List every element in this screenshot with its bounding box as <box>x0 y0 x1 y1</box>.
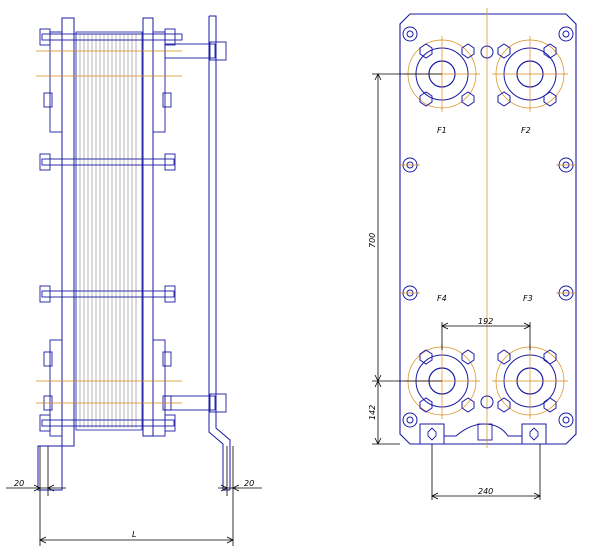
right-flange-bottom <box>152 339 166 437</box>
left-flange-top <box>49 31 63 133</box>
right-flange-top <box>152 31 166 133</box>
frame-plate <box>61 17 75 447</box>
foot-left <box>419 423 445 445</box>
side-centerlines <box>36 50 182 404</box>
dim-left-gap-label: 20 <box>14 479 24 488</box>
tie-bolts <box>39 28 183 432</box>
bottom-recess <box>419 423 547 444</box>
frame-bolts <box>402 26 574 428</box>
front-view: F1 F2 F4 F3 700 142 <box>368 8 577 500</box>
foot-right-nut <box>529 427 539 441</box>
nozzles <box>164 41 227 413</box>
side-view: 20 20 L <box>6 15 262 546</box>
dim-bottom-offset-label: 142 <box>368 405 377 420</box>
pressure-plate <box>142 17 154 437</box>
left-foot <box>37 445 63 491</box>
flange-nuts <box>419 43 557 413</box>
port-f2-label: F2 <box>521 126 531 135</box>
dim-port-spacing-label: 192 <box>478 317 493 326</box>
side-dimensions <box>6 446 262 546</box>
dim-length-label: L <box>132 530 136 539</box>
port-f2 <box>492 36 568 112</box>
front-dimensions <box>372 73 541 500</box>
plate-lines <box>79 34 137 428</box>
port-f3-label: F3 <box>523 294 533 303</box>
foot-left-nut <box>427 427 437 441</box>
drain-block <box>477 423 493 441</box>
dim-foot-spacing-label: 240 <box>478 487 493 496</box>
left-flange-bottom <box>49 339 63 437</box>
foot-right <box>521 423 547 445</box>
port-f3 <box>492 343 568 419</box>
support-column <box>208 15 231 491</box>
frame-bolt-crosshairs <box>400 164 576 294</box>
plate-pack <box>75 31 143 431</box>
port-f1-label: F1 <box>437 126 447 135</box>
front-frame <box>399 13 577 445</box>
dim-vertical-span-label: 700 <box>368 233 377 248</box>
port-f4-label: F4 <box>437 294 447 303</box>
dim-right-gap-label: 20 <box>244 479 254 488</box>
